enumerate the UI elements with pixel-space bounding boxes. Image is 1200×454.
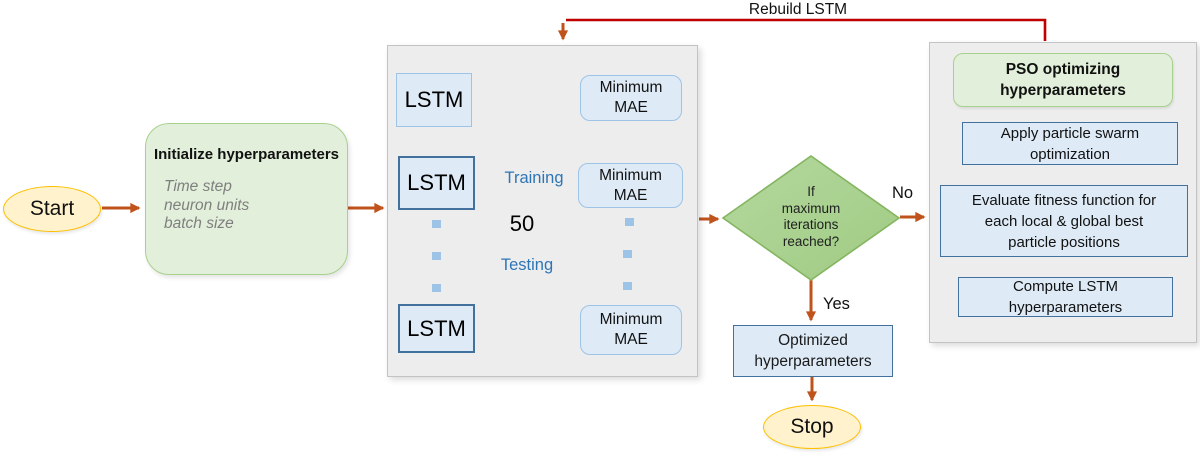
mae-box: Minimum MAE: [578, 163, 683, 208]
lstm-box: LSTM: [398, 156, 475, 210]
pso-step-compute: Compute LSTM hyperparameters: [958, 277, 1173, 317]
lstm-box: LSTM: [396, 73, 472, 127]
optimized-box: Optimized hyperparameters: [733, 325, 893, 377]
pso-step-apply: Apply particle swarm optimization: [962, 122, 1178, 165]
rebuild-label: Rebuild LSTM: [748, 0, 848, 18]
init-param: batch size: [164, 215, 234, 232]
yes-label: Yes: [823, 295, 850, 313]
lstm-box: LSTM: [398, 304, 475, 353]
decision-label: If maximum iterations reached?: [781, 184, 841, 249]
pso-step-evaluate: Evaluate fitness function for each local…: [940, 185, 1188, 257]
stop-label: Stop: [790, 415, 834, 438]
init-title: Initialize hyperparameters: [153, 146, 340, 163]
ellipsis-dot: [432, 284, 441, 292]
init-box: Initialize hyperparameters Time step neu…: [145, 123, 348, 275]
init-param: Time step: [164, 178, 232, 195]
iteration-count: 50: [509, 211, 535, 236]
ellipsis-dot: [432, 220, 441, 228]
testing-label: Testing: [500, 255, 554, 274]
start-ellipse: Start: [3, 186, 101, 232]
init-param: neuron units: [164, 196, 250, 214]
training-label: Training: [504, 168, 564, 187]
ellipsis-dot: [623, 282, 632, 290]
stop-ellipse: Stop: [763, 405, 861, 449]
pso-title-box: PSO optimizing hyperparameters: [953, 53, 1173, 107]
start-label: Start: [29, 197, 75, 220]
no-label: No: [892, 184, 914, 202]
init-params: Time step neuron units batch size: [164, 178, 347, 234]
rebuild-line: [566, 18, 1047, 41]
mae-box: Minimum MAE: [580, 75, 682, 121]
ellipsis-dot: [432, 252, 441, 260]
mae-box: Minimum MAE: [580, 305, 682, 355]
ellipsis-dot: [623, 250, 632, 258]
ellipsis-dot: [625, 218, 634, 226]
